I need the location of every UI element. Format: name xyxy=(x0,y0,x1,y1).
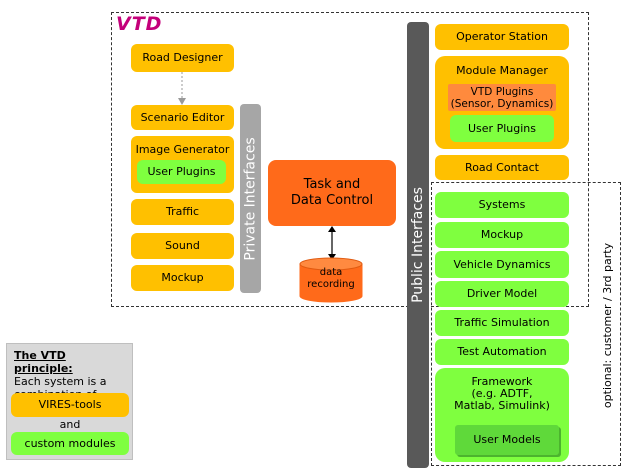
sound-box: Sound xyxy=(131,233,234,259)
data-recording-label: data recording xyxy=(307,267,355,290)
vehicle-dynamics-box: Vehicle Dynamics xyxy=(435,251,569,278)
user-models-box: User Models xyxy=(455,425,559,455)
legend-line1: Each system is a xyxy=(14,375,107,388)
vtd-plugins-label: VTD Plugins (Sensor, Dynamics) xyxy=(450,85,554,110)
data-recording-cylinder xyxy=(299,257,363,303)
systems-box: Systems xyxy=(435,192,569,218)
traffic-box: Traffic xyxy=(131,199,234,225)
optional-note-container: optional: customer / 3rd party xyxy=(598,185,618,465)
private-interfaces-bar: Private Interfaces xyxy=(240,104,261,293)
module-manager-label: Module Manager xyxy=(456,64,548,77)
test-automation-box: Test Automation xyxy=(435,339,569,365)
road-contact-box: Road Contact xyxy=(435,155,569,180)
mockup-custom-box: Mockup xyxy=(435,222,569,248)
traffic-simulation-box: Traffic Simulation xyxy=(435,310,569,336)
legend-and: and xyxy=(59,418,81,431)
legend-vires-tools-swatch: VIRES-tools xyxy=(11,393,129,417)
control-recording-arrow xyxy=(328,226,336,260)
road-designer-to-scenario-arrow xyxy=(178,72,186,105)
image-generator-label: Image Generator xyxy=(135,143,230,156)
mockup-box: Mockup xyxy=(131,265,234,291)
road-designer-box: Road Designer xyxy=(131,44,234,72)
public-interfaces-bar: Public Interfaces xyxy=(407,22,429,468)
legend-title: The VTD principle: xyxy=(14,349,73,375)
optional-note: optional: customer / 3rd party xyxy=(601,242,615,408)
operator-station-box: Operator Station xyxy=(435,24,569,50)
private-interfaces-label: Private Interfaces xyxy=(242,136,259,261)
legend-custom-modules-swatch: custom modules xyxy=(11,432,129,455)
ig-user-plugins-box: User Plugins xyxy=(137,160,226,184)
driver-model-box: Driver Model xyxy=(435,281,569,307)
framework-label: Framework (e.g. ADTF, Matlab, Simulink) xyxy=(454,375,550,412)
vtd-logo: VTD xyxy=(116,13,163,35)
task-data-control-box: Task and Data Control xyxy=(268,160,396,226)
public-interfaces-label: Public Interfaces xyxy=(410,187,427,303)
vtd-boundary xyxy=(111,12,589,307)
vtd-plugins-box: VTD Plugins (Sensor, Dynamics) xyxy=(448,84,556,111)
mm-user-plugins-box: User Plugins xyxy=(450,115,554,142)
task-data-control-label: Task and Data Control xyxy=(290,177,374,208)
third-party-boundary xyxy=(431,182,621,466)
scenario-editor-box: Scenario Editor xyxy=(131,105,234,130)
